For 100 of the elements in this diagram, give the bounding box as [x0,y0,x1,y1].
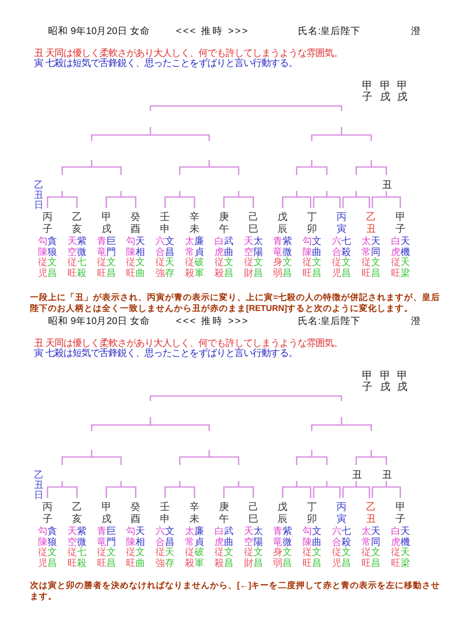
star-text: 文昌 [48,258,57,279]
stem-branch-text: 丙子 [42,212,52,235]
star-text: 天空 [67,237,77,258]
star-text: 文昌 [282,258,292,279]
star-text: 文昌 [165,237,175,258]
stem-branch-text: 乙丑 [366,502,376,525]
pattern-text: 従旺 [361,258,371,279]
pattern-text: 従旺 [67,548,77,569]
pattern-text: 従旺 [302,258,312,279]
stem-branch-text: 乙亥 [72,212,82,235]
star-text: 天機 [400,527,410,548]
pattern-text: 従殺 [214,548,224,569]
description-text: 寅 七殺は短気で舌鋒鋭く、思ったことをずばりと言い行動する。 [34,348,298,358]
star-text: 紫微 [76,527,86,548]
stem-branch-text: 庚午 [218,212,229,235]
star-text: 天同 [370,237,380,258]
stem-branch-text: 丙寅 [336,212,346,235]
star-text: 青竜 [273,527,283,548]
star-text: 貪狼 [48,237,57,258]
star-text: 天空 [244,237,254,258]
star-text: 文曲 [136,258,146,279]
pattern-text: 従児 [38,258,48,279]
pillar-text: 甲戌 [380,371,390,393]
star-text: 文昌 [106,548,116,569]
stem-branch-text: 癸酉 [130,502,141,525]
branch-mark-text: 丑 [352,471,362,481]
star-text: 天存 [165,258,175,279]
pattern-text: 従強 [156,258,166,279]
pattern-text: 身弱 [273,258,283,279]
pattern-text: 身弱 [273,548,283,569]
star-text: 六合 [156,237,166,258]
star-text: 青竜 [273,237,283,258]
header-text: 澄 [411,317,421,328]
description-text: 寅 七殺は短気で舌鋒鋭く、思ったことをずばりと言い行動する。 [34,58,298,68]
stem-branch-text: 癸酉 [130,212,141,235]
star-text: 太陽 [253,237,263,258]
star-text: 天梁 [400,258,410,279]
pattern-text: 従旺 [302,548,312,569]
star-text: 白虎 [214,237,224,258]
day-pillar-text: 乙丑日 [34,181,44,211]
star-text: 天空 [67,527,77,548]
star-text: 七殺 [342,237,351,258]
pillar-text: 甲戌 [397,81,408,103]
star-text: 文昌 [224,548,234,569]
pillar-text: 甲子 [362,371,372,393]
name-text: 氏名:皇后陛下 [298,317,361,328]
star-text: 武曲 [224,527,234,548]
star-text: 文昌 [106,258,116,279]
star-text: 文昌 [253,548,263,569]
pillar-text: 甲子 [362,81,372,103]
pattern-text: 従旺 [96,258,106,279]
stem-branch-text: 辛未 [190,212,200,235]
star-text: 勾陳 [302,527,312,548]
star-text: 天機 [400,237,410,258]
day-pillar-text: 乙丑日 [34,471,44,501]
stem-branch-text: 丁卯 [307,502,318,525]
stem-branch-text: 甲戌 [101,502,112,525]
star-text: 文曲 [136,548,146,569]
star-text: 白虎 [390,237,400,258]
pattern-text: 従殺 [185,258,194,279]
pattern-text: 従旺 [126,548,136,569]
pattern-text: 従財 [244,258,254,279]
branch-mark-text: 丑 [382,181,392,191]
star-text: 六合 [332,237,342,258]
star-text: 白虎 [214,527,224,548]
star-text: 天同 [370,527,380,548]
star-text: 太常 [361,237,371,258]
branch-mark-text: 丑 [382,471,392,481]
star-text: 太常 [185,527,194,548]
star-text: 巨門 [106,237,116,258]
pattern-text: 従旺 [126,258,136,279]
pattern-text: 従旺 [361,548,371,569]
star-text: 文昌 [342,548,351,569]
star-text: 白虎 [390,527,400,548]
star-text: 太常 [361,527,371,548]
stem-branch-text: 丙子 [42,502,52,525]
pattern-text: 従児 [332,258,342,279]
stem-branch-text: 戊辰 [278,212,288,235]
star-text: 文昌 [312,258,322,279]
star-text: 貪狼 [48,527,57,548]
star-text: 天存 [165,548,175,569]
star-text: 紫微 [282,527,292,548]
pattern-text: 従強 [156,548,166,569]
star-text: 文昌 [370,258,380,279]
star-text: 文昌 [165,527,175,548]
star-text: 六合 [156,527,166,548]
stem-branch-text: 辛未 [190,502,200,525]
description-text: 丑 天同は優しく柔軟さがあり大人しく、何でも許してしまうような雰囲気。 [34,48,343,58]
mode-title-text: <<< 推時 >>> [176,317,249,328]
star-text: 廉貞 [194,527,204,548]
star-text: 文昌 [370,548,380,569]
pattern-text: 従殺 [214,258,224,279]
star-text: 六合 [332,527,342,548]
star-text: 文曲 [312,527,322,548]
pillar-text: 甲戌 [380,81,390,103]
pattern-text: 従旺 [390,258,400,279]
star-text: 文昌 [282,548,292,569]
stem-branch-text: 甲子 [395,212,406,235]
stem-branch-text: 己巳 [248,212,258,235]
star-text: 文昌 [224,258,234,279]
